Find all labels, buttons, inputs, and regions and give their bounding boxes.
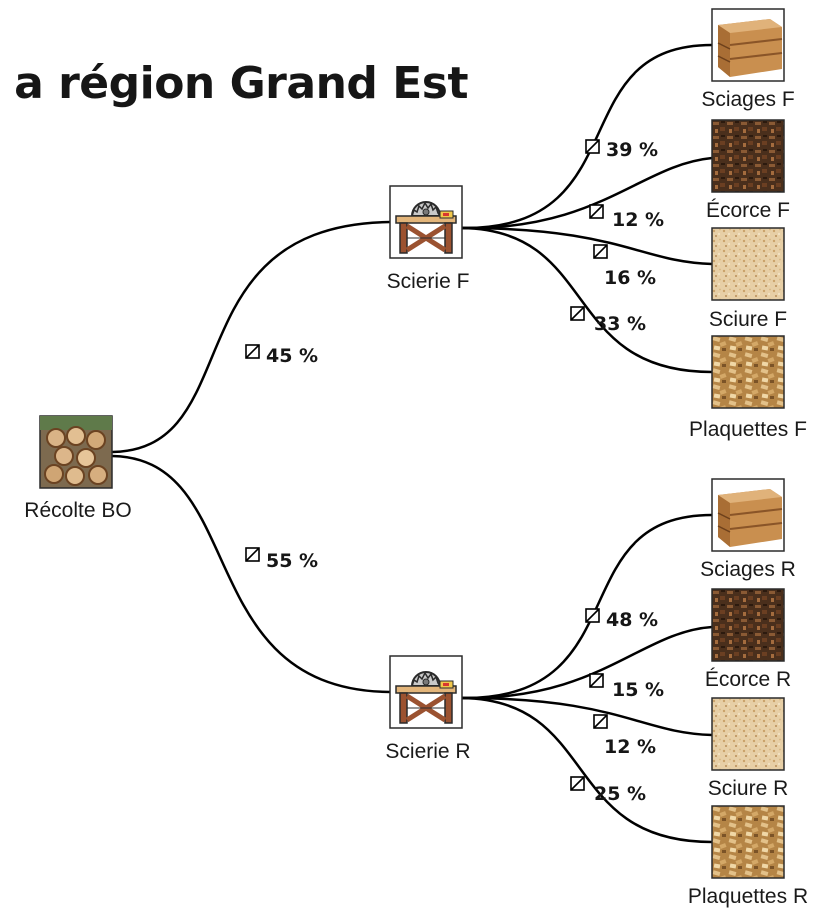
edge-f-sciages	[461, 43, 713, 230]
node-sciages-r: Sciages R	[700, 478, 796, 581]
flow-percentages: 45 % 55 % 39 % 12 % 16 % 33 % 48 % 15 % …	[266, 139, 664, 805]
pct-f-sciure: 16 %	[604, 267, 656, 289]
edge-f-sciure	[461, 226, 713, 266]
flow-markers	[245, 139, 608, 791]
sawmill-icon	[390, 186, 462, 258]
node-label: Plaquettes R	[688, 885, 808, 908]
pct-r-plaquettes: 25 %	[594, 783, 646, 805]
node-ecorce-r: Écorce R	[705, 588, 791, 691]
node-label: Écorce R	[705, 668, 791, 691]
pct-r-sciure: 12 %	[604, 736, 656, 758]
node-label: Scierie F	[387, 270, 470, 293]
node-label: Scierie R	[385, 740, 470, 763]
sawdust-icon	[711, 227, 785, 301]
wood-chips-icon	[711, 805, 785, 879]
connectors	[111, 43, 713, 844]
pct-recolte-scierie-f: 45 %	[266, 345, 318, 367]
edge-recolte-scierie-r	[111, 454, 391, 694]
edge-r-sciages	[461, 513, 713, 700]
pct-r-sciages: 48 %	[606, 609, 658, 631]
node-label: Récolte BO	[24, 499, 131, 522]
node-ecorce-f: Écorce F	[706, 119, 790, 222]
marker-icon	[570, 306, 585, 321]
edge-f-plaquettes	[461, 226, 713, 374]
sawdust-icon	[711, 697, 785, 771]
node-label: Sciure R	[708, 777, 789, 800]
marker-icon	[593, 244, 608, 259]
pct-f-plaquettes: 33 %	[594, 313, 646, 335]
marker-icon	[245, 344, 260, 359]
node-sciages-f: Sciages F	[701, 8, 795, 111]
marker-icon	[585, 608, 600, 623]
pct-f-ecorce: 12 %	[612, 209, 664, 231]
node-label: Plaquettes F	[689, 418, 807, 441]
lumber-icon	[711, 8, 785, 82]
edge-r-ecorce	[461, 625, 713, 700]
sawmill-icon	[390, 656, 462, 728]
bark-icon	[711, 119, 785, 193]
marker-icon	[570, 776, 585, 791]
page-title: a région Grand Est	[14, 58, 468, 109]
marker-icon	[593, 714, 608, 729]
pct-f-sciages: 39 %	[606, 139, 658, 161]
edge-recolte-scierie-f	[111, 220, 391, 454]
pct-r-ecorce: 15 %	[612, 679, 664, 701]
node-label: Sciages R	[700, 558, 796, 581]
node-scierie-f: Scierie F	[387, 186, 470, 293]
node-label: Sciure F	[709, 308, 787, 331]
edge-f-ecorce	[461, 156, 713, 230]
wood-chips-icon	[711, 335, 785, 409]
marker-icon	[245, 547, 260, 562]
node-label: Sciages F	[701, 88, 794, 111]
log-pile-icon	[39, 415, 113, 489]
marker-icon	[589, 673, 604, 688]
edge-r-sciure	[461, 696, 713, 737]
node-plaquettes-r: Plaquettes R	[688, 805, 808, 908]
node-sciure-r: Sciure R	[708, 697, 789, 800]
node-label: Écorce F	[706, 199, 790, 222]
pct-recolte-scierie-r: 55 %	[266, 550, 318, 572]
lumber-icon	[711, 478, 785, 552]
bark-icon	[711, 588, 785, 662]
node-scierie-r: Scierie R	[385, 656, 471, 763]
node-plaquettes-f: Plaquettes F	[689, 335, 807, 441]
marker-icon	[585, 139, 600, 154]
node-recolte-bo: Récolte BO	[24, 415, 132, 522]
marker-icon	[589, 204, 604, 219]
edge-r-plaquettes	[461, 696, 713, 844]
node-sciure-f: Sciure F	[709, 227, 787, 331]
